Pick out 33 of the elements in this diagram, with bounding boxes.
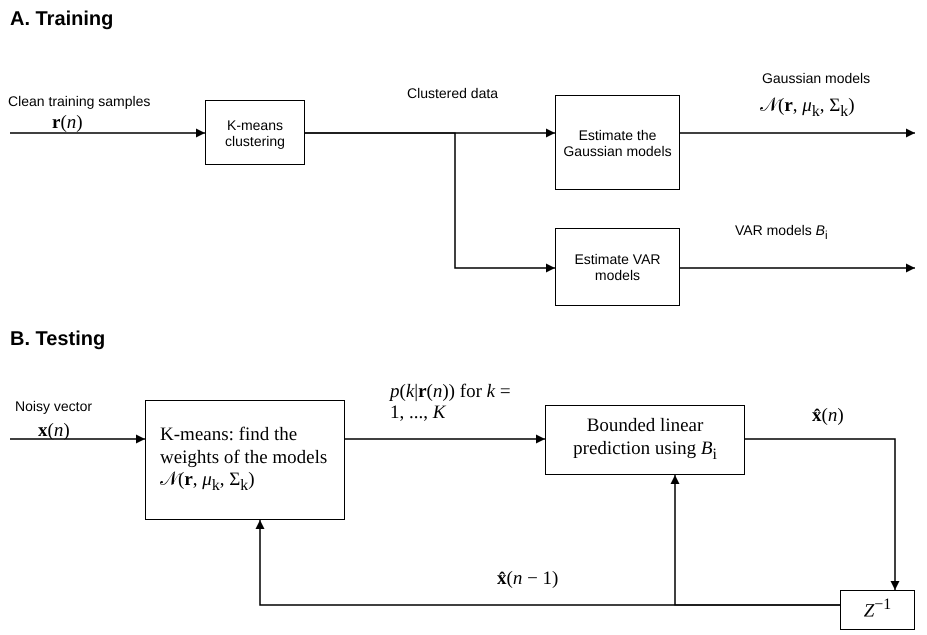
process-box: [205, 100, 305, 165]
arrow: [745, 438, 900, 590]
process-box: [555, 95, 680, 190]
arrow: [10, 434, 145, 444]
arrow: [10, 128, 205, 138]
box-text: Bounded linear prediction using B$_{i}$: [572, 415, 718, 465]
process-box: [545, 405, 745, 475]
input-label: Clean training samples: [8, 93, 150, 109]
math-symbol: x̂(n − 1): [497, 568, 558, 591]
input-label: Noisy vector: [15, 398, 92, 414]
probability-label: p(k|r(n)) for k = 1, ..., K: [390, 382, 512, 424]
process-box: [840, 590, 915, 630]
output-label: Gaussian models: [762, 70, 870, 86]
box-text: Estimate the Gaussian models: [562, 126, 673, 158]
data-label: Clustered data: [407, 85, 498, 101]
math-symbol: x(n): [38, 420, 70, 443]
arrow: [680, 264, 915, 272]
process-box: [145, 400, 345, 520]
section-heading: A. Training: [10, 8, 114, 31]
box-text: Estimate VAR models: [573, 251, 662, 283]
box-text: K-means: find the weights of the models 𝒩(r, μ$_{k}$, Σ$_{k}$): [160, 424, 328, 496]
output-label: VAR models B$_{i}$: [735, 222, 828, 242]
arrow: [345, 434, 545, 444]
arrow: [670, 475, 840, 606]
math-symbol: x̂(n): [812, 405, 844, 428]
box-text: Z$^{−1}$: [864, 596, 892, 624]
math-formula: 𝒩(r, μ$_{k}$, Σ$_{k}$): [760, 95, 855, 122]
process-box: [555, 228, 680, 306]
box-text: K-means clustering: [224, 116, 286, 148]
section-heading: B. Testing: [10, 328, 106, 351]
math-symbol: r(n): [52, 112, 83, 135]
arrow: [305, 132, 555, 272]
arrow: [680, 128, 915, 138]
